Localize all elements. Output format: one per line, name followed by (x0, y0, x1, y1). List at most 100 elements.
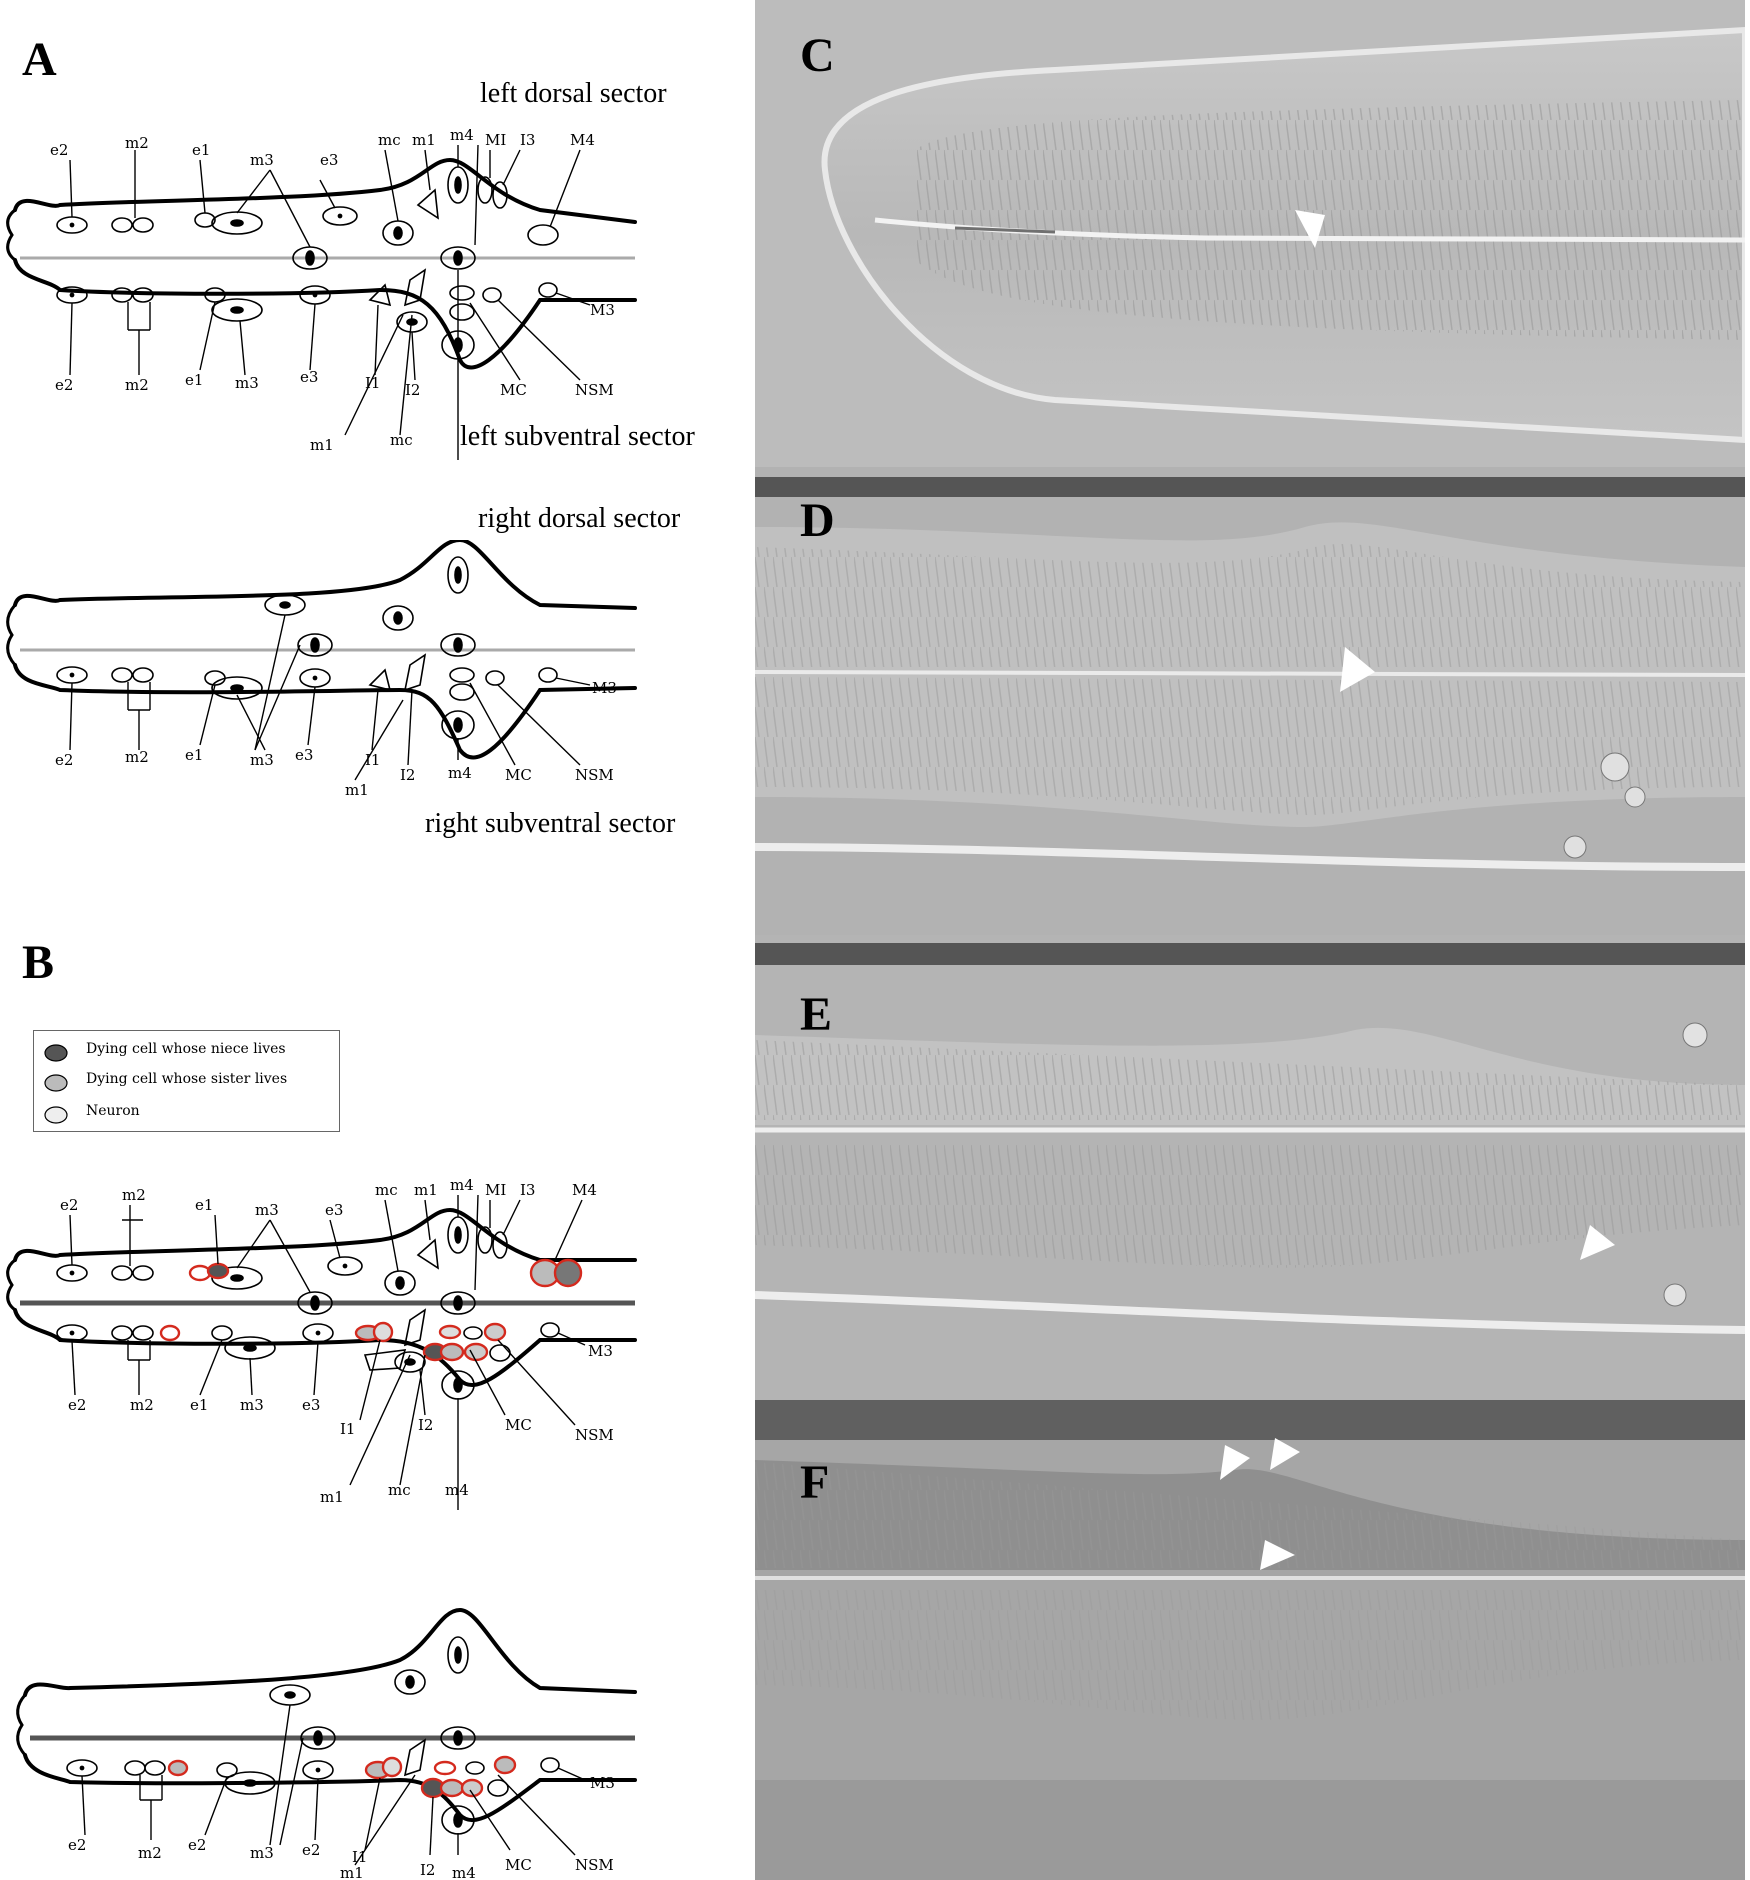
a-label-m2: m2 (125, 134, 149, 152)
b-label-m1: m1 (414, 1181, 438, 1199)
a2-label-e3: e3 (295, 746, 313, 764)
micrograph-c (755, 0, 1745, 467)
sector-label-left-dorsal: left dorsal sector (480, 78, 667, 109)
diagram-b-right: e2 m2 e2 m3 e2 I1 m1 I2 m4 MC NSM M3 (16, 1607, 637, 1880)
a-label-mc-cap: MC (500, 381, 527, 399)
panel-label-e: E (800, 988, 833, 1041)
arrowhead-f3 (1260, 1540, 1295, 1570)
b-label-i1: I1 (340, 1420, 355, 1438)
legend-text-sister: Dying cell whose sister lives (86, 1071, 288, 1087)
panel-label-a: A (22, 33, 57, 86)
b-label-m2-b: m2 (130, 1396, 154, 1414)
b-label-i2: I2 (418, 1416, 433, 1434)
b2-label-nsm: NSM (575, 1856, 614, 1874)
a2-label-mc-cap: MC (505, 766, 532, 784)
a-label-m3-b: m3 (235, 374, 259, 392)
b-label-m2: m2 (122, 1186, 146, 1204)
b-label-mc-b: mc (388, 1481, 411, 1499)
micrograph-f (755, 1400, 1745, 1880)
sector-label-left-subventral: left subventral sector (460, 421, 695, 452)
b-label-e2: e2 (60, 1196, 78, 1214)
b2-label-i2: I2 (420, 1861, 435, 1879)
panel-label-c: C (800, 29, 835, 82)
a-label-e2: e2 (50, 141, 68, 159)
arrowhead-e (1580, 1225, 1615, 1260)
a-label-e1: e1 (192, 141, 210, 159)
b-label-e1: e1 (195, 1196, 213, 1214)
arrowhead-f2 (1270, 1438, 1300, 1470)
panel-label-f: F (800, 1456, 830, 1509)
b-label-m3-cap: M3 (588, 1342, 613, 1360)
panel-label-b: B (22, 936, 55, 989)
a-label-i2: I2 (405, 381, 420, 399)
a2-label-m1: m1 (345, 781, 369, 799)
b-label-m4-cap: M4 (572, 1181, 597, 1199)
b2-label-m3-cap: M3 (590, 1774, 615, 1792)
a2-label-i2: I2 (400, 766, 415, 784)
legend-swatch-niece (44, 1044, 68, 1062)
b-label-e1-b: e1 (190, 1396, 208, 1414)
a2-label-m3-cap: M3 (592, 679, 617, 697)
a-label-m1: m1 (412, 131, 436, 149)
b-label-mc-cap: MC (505, 1416, 532, 1434)
b2-label-i1: I1 (352, 1848, 367, 1866)
a-label-m4-cap: M4 (570, 131, 595, 149)
a-label-e2-b: e2 (55, 376, 73, 394)
b-label-m1-b: m1 (320, 1488, 344, 1506)
diagram-b-left: e2 m2 e1 m3 e3 mc m1 m4 MI I3 M4 e2 m2 e… (6, 1176, 637, 1510)
a-label-m1-b: m1 (310, 436, 334, 454)
micrograph-d (755, 467, 1745, 935)
legend-swatch-sister (44, 1074, 68, 1092)
a-label-m3-cap: M3 (590, 301, 615, 319)
legend-text-neuron: Neuron (86, 1103, 140, 1119)
b-label-m3: m3 (255, 1201, 279, 1219)
b-label-mc: mc (375, 1181, 398, 1199)
a2-label-m3: m3 (250, 751, 274, 769)
b2-label-e2: e2 (68, 1836, 86, 1854)
a2-label-e2: e2 (55, 751, 73, 769)
legend-box: Dying cell whose niece lives Dying cell … (33, 1030, 340, 1132)
b-label-m4-b: m4 (445, 1481, 469, 1499)
a-label-e1-b: e1 (185, 371, 203, 389)
legend-text-niece: Dying cell whose niece lives (86, 1041, 286, 1057)
sector-label-right-subventral: right subventral sector (425, 808, 676, 839)
legend-swatch-neuron (44, 1106, 68, 1124)
b-label-e3: e3 (325, 1201, 343, 1219)
a-label-mi: MI (485, 131, 506, 149)
b2-label-mc-cap: MC (505, 1856, 532, 1874)
b-label-nsm: NSM (575, 1426, 614, 1444)
b-label-i3: I3 (520, 1181, 535, 1199)
a-label-m4: m4 (450, 126, 474, 144)
b-label-m3-b: m3 (240, 1396, 264, 1414)
a2-label-m2: m2 (125, 748, 149, 766)
diagram-a-left: e2 m2 e1 m3 e3 mc m1 m4 MI I3 M4 e2 m2 e… (6, 126, 637, 460)
a-label-i3: I3 (520, 131, 535, 149)
b2-label-m1: m1 (340, 1864, 364, 1880)
b-label-mi: MI (485, 1181, 506, 1199)
a-label-nsm: NSM (575, 381, 614, 399)
b-label-m4: m4 (450, 1176, 474, 1194)
sector-label-right-dorsal: right dorsal sector (478, 503, 681, 534)
b2-label-m4: m4 (452, 1864, 476, 1880)
b2-label-e2b: e2 (188, 1836, 206, 1854)
b2-label-e2c: e2 (302, 1841, 320, 1859)
a-label-mc-b: mc (390, 431, 413, 449)
arrowhead-d (1340, 647, 1375, 692)
a-label-m2-b: m2 (125, 376, 149, 394)
a2-label-e1: e1 (185, 746, 203, 764)
panel-label-d: D (800, 494, 835, 547)
arrowhead-f1 (1220, 1445, 1250, 1480)
diagram-a-right: e2 m2 e1 m3 e3 I1 m1 I2 m4 MC NSM M3 (6, 540, 637, 799)
a-label-e3-b: e3 (300, 368, 318, 386)
a2-label-m4: m4 (448, 764, 472, 782)
arrowhead-c (1295, 210, 1325, 248)
micrograph-e (755, 935, 1745, 1400)
b2-label-m2: m2 (138, 1844, 162, 1862)
a2-label-i1: I1 (365, 751, 380, 769)
a-label-m3: m3 (250, 151, 274, 169)
b-label-e2-b: e2 (68, 1396, 86, 1414)
b-label-e3-b: e3 (302, 1396, 320, 1414)
a-label-e3: e3 (320, 151, 338, 169)
b2-label-m3: m3 (250, 1844, 274, 1862)
